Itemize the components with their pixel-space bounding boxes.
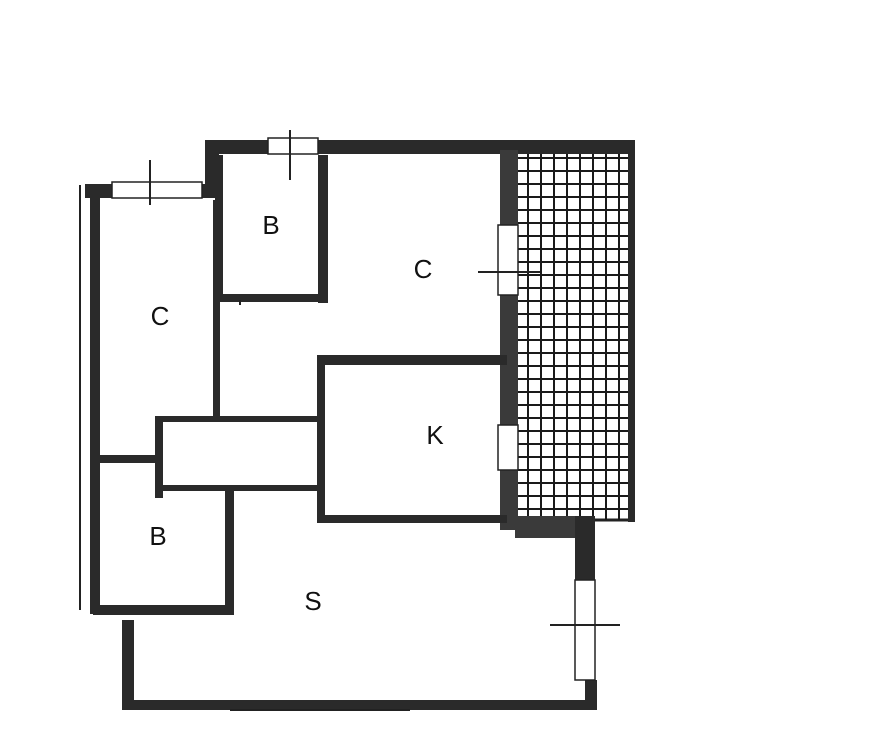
room-label-b-bottom: B	[149, 521, 166, 551]
room-label-c-left: C	[151, 301, 170, 331]
room-label-b-top: B	[262, 210, 279, 240]
room-label-c-right: C	[414, 254, 433, 284]
room-label-k: K	[426, 420, 444, 450]
room-label-s: S	[304, 586, 321, 616]
interior-walls	[93, 155, 507, 615]
terrace-grid	[513, 143, 632, 522]
window-marks	[79, 130, 620, 711]
